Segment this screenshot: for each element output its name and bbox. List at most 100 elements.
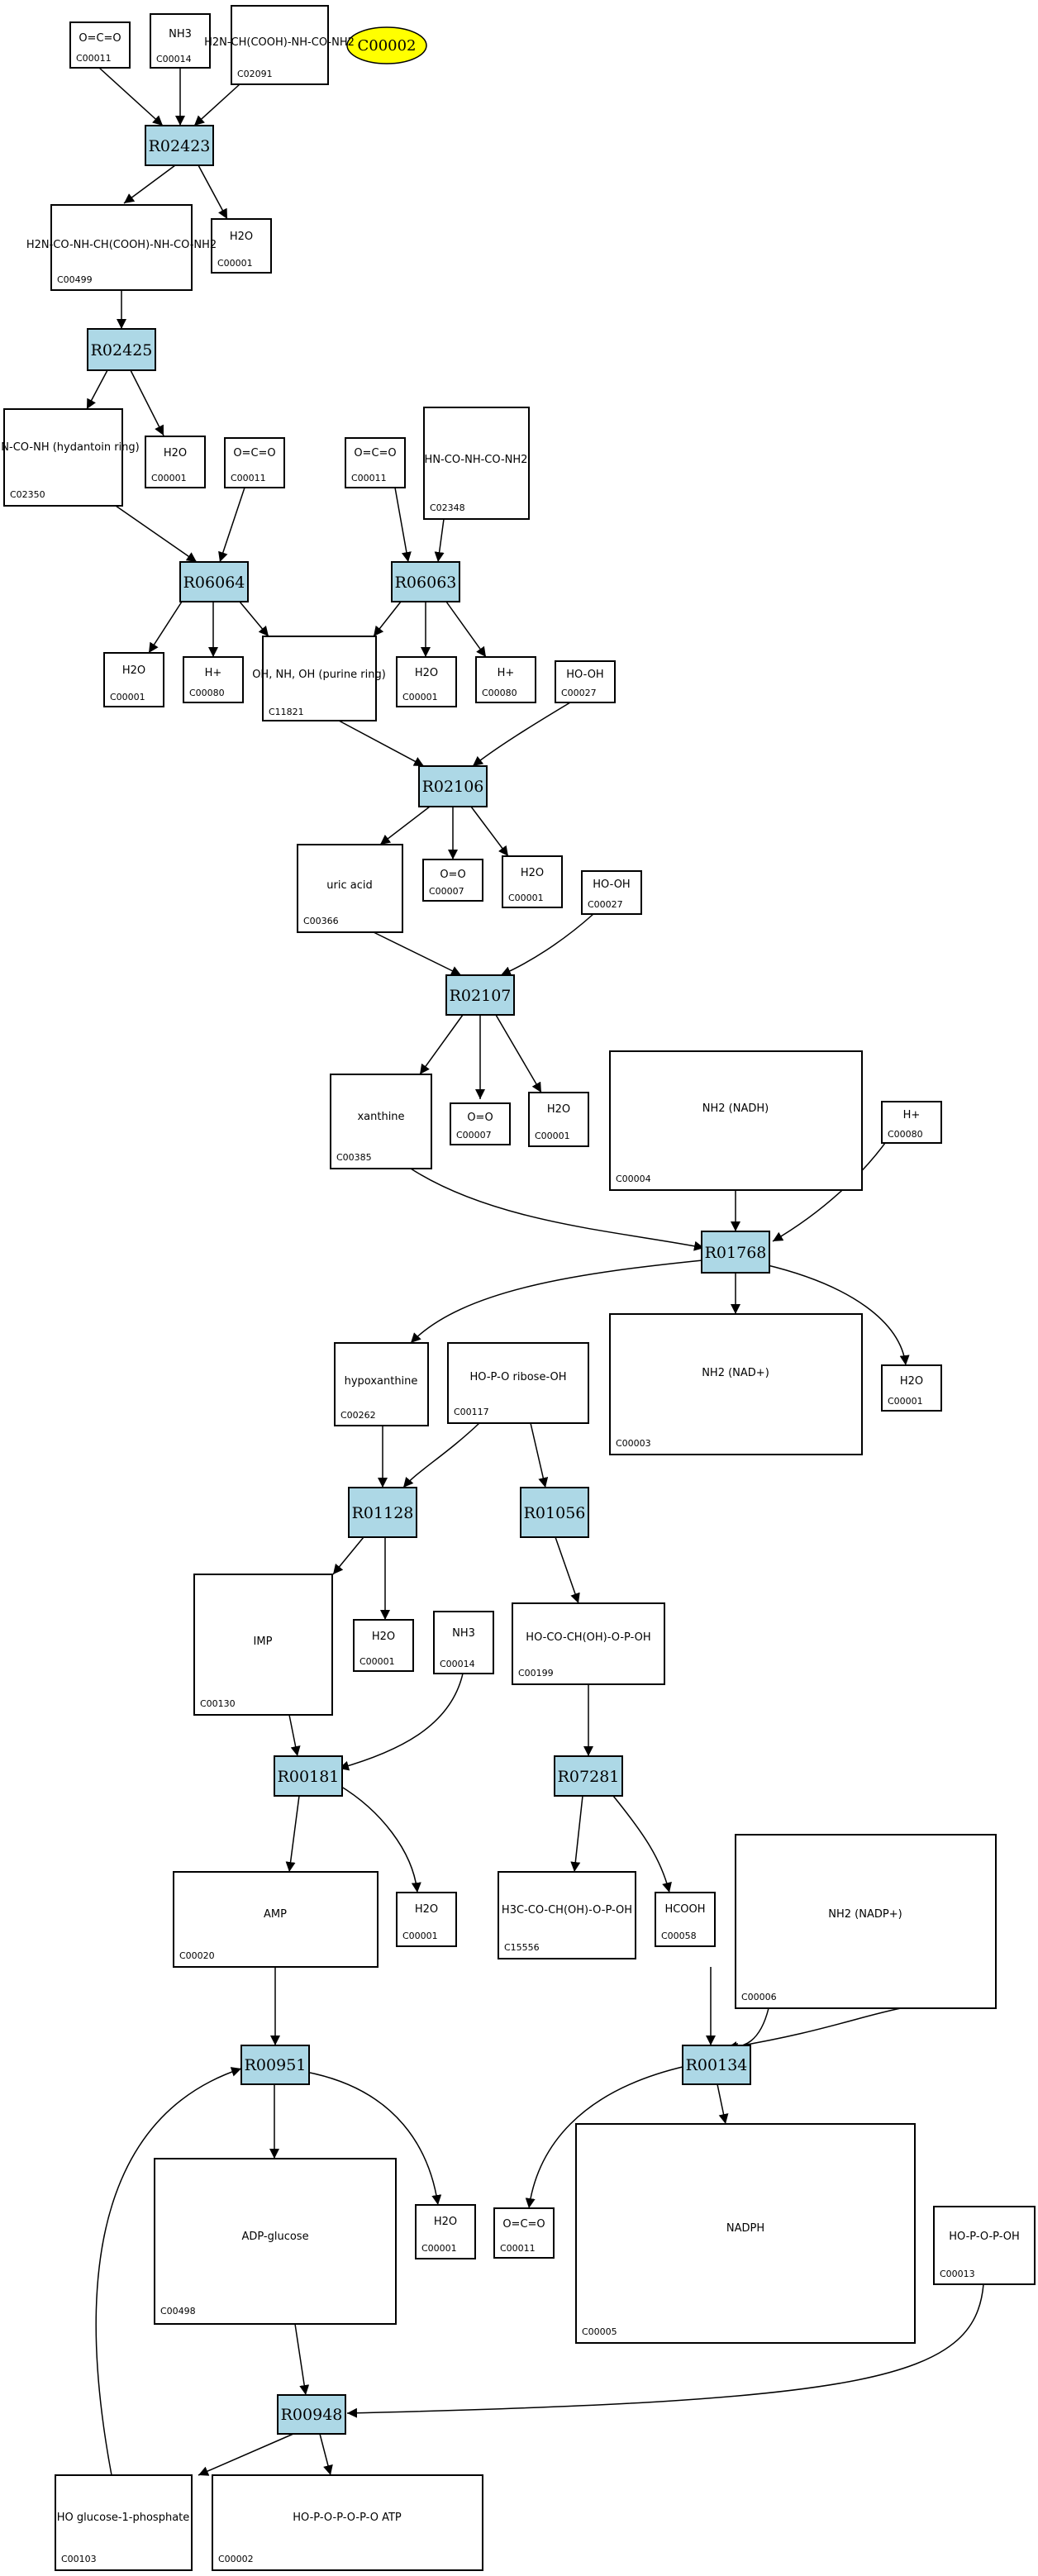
svg-text:HN-CO-NH-CO-NH2: HN-CO-NH-CO-NH2 [425, 454, 528, 466]
compound-node[interactable]: HO-P-O-P-O-P-O ATP C00002 [212, 2474, 483, 2571]
svg-text:hypoxanthine: hypoxanthine [345, 1375, 418, 1388]
compound-node[interactable]: NH2 (NADH)C00004 [609, 1050, 863, 1191]
reaction-node[interactable]: R02107 [445, 974, 515, 1016]
svg-text:C00002: C00002 [218, 2554, 254, 2564]
svg-text:C00006: C00006 [741, 1992, 777, 2002]
svg-text:C00001: C00001 [110, 692, 145, 702]
edges [86, 67, 984, 2476]
svg-text:O=C=O: O=C=O [502, 2218, 545, 2231]
pathway-map-label: C00002 [357, 37, 416, 55]
svg-text:C00011: C00011 [351, 473, 387, 483]
svg-text:uric acid: uric acid [326, 879, 372, 892]
svg-text:R01056: R01056 [524, 1504, 586, 1522]
reaction-node[interactable]: R01128 [348, 1487, 417, 1538]
svg-text:C00001: C00001 [421, 2243, 457, 2254]
reaction-node[interactable]: R07281 [554, 1755, 623, 1797]
reaction-node[interactable]: R01056 [520, 1487, 589, 1538]
svg-text:C00011: C00011 [231, 473, 266, 483]
svg-text:H+: H+ [205, 667, 222, 679]
reaction-node[interactable]: R00948 [277, 2394, 346, 2435]
reaction-node[interactable]: R06063 [391, 561, 460, 602]
svg-text:C00001: C00001 [402, 692, 438, 702]
svg-text:HO glucose-1-phosphate: HO glucose-1-phosphate [57, 2512, 190, 2524]
compound-node[interactable]: NH2 (NADP+)C00006 [735, 1834, 997, 2009]
svg-text:NADPH: NADPH [726, 2222, 764, 2235]
svg-text:C00499: C00499 [57, 274, 93, 285]
svg-text:H2O: H2O [415, 1903, 438, 1916]
svg-text:O=C=O: O=C=O [354, 447, 396, 459]
svg-text:H+: H+ [498, 667, 515, 679]
svg-text:R00948: R00948 [281, 2406, 343, 2424]
reaction-node[interactable]: R02423 [145, 125, 214, 166]
compound-node[interactable]: H+C00080 [475, 656, 536, 703]
compound-node[interactable]: H2O C00001 [415, 2204, 476, 2259]
compound-node[interactable]: NH2 (NAD+)C00003 [609, 1313, 863, 1455]
compound-node[interactable]: H2O C00001 [396, 1892, 457, 1947]
svg-text:C00011: C00011 [76, 53, 112, 64]
svg-text:C15556: C15556 [504, 1942, 540, 1953]
svg-text:R07281: R07281 [558, 1768, 620, 1786]
compound-node[interactable]: H2N-CO-NH (hydantoin ring)C02350 [0, 408, 140, 507]
pathway-map-node[interactable]: C00002 [346, 26, 427, 64]
svg-text:HO-P-O-P-O-P-O ATP: HO-P-O-P-O-P-O ATP [293, 2512, 402, 2524]
svg-text:O=O: O=O [440, 869, 465, 881]
svg-text:C00007: C00007 [429, 886, 464, 897]
compound-node[interactable]: O=C=O C00011 [345, 437, 406, 488]
reaction-node[interactable]: R00951 [240, 2045, 310, 2085]
compound-node[interactable]: OH, NH, OH (purine ring)C11821 [252, 636, 386, 721]
reaction-node[interactable]: R01768 [701, 1231, 770, 1274]
svg-text:C00001: C00001 [402, 1931, 438, 1941]
compound-node[interactable]: H+C00080 [183, 656, 244, 703]
reaction-node[interactable]: R02425 [87, 328, 156, 371]
svg-text:C00001: C00001 [508, 893, 544, 903]
compound-node[interactable]: H+C00080 [881, 1101, 942, 1144]
reaction-node[interactable]: R00134 [682, 2045, 751, 2085]
svg-text:H2O: H2O [434, 2216, 457, 2228]
svg-text:R06063: R06063 [395, 574, 457, 592]
reaction-node[interactable]: R02106 [418, 765, 488, 807]
compound-node[interactable]: O=O C00007 [422, 859, 483, 902]
svg-text:H2O: H2O [900, 1375, 923, 1388]
svg-text:HO-CO-CH(OH)-O-P-OH: HO-CO-CH(OH)-O-P-OH [526, 1631, 650, 1644]
svg-text:C00004: C00004 [616, 1174, 651, 1184]
svg-text:C00020: C00020 [179, 1950, 215, 1961]
svg-text:NH3: NH3 [169, 28, 192, 40]
reaction-node[interactable]: R06064 [179, 561, 249, 602]
svg-text:R01128: R01128 [352, 1504, 414, 1522]
svg-text:H2O: H2O [230, 231, 253, 243]
reaction-node[interactable]: R00181 [274, 1755, 343, 1797]
